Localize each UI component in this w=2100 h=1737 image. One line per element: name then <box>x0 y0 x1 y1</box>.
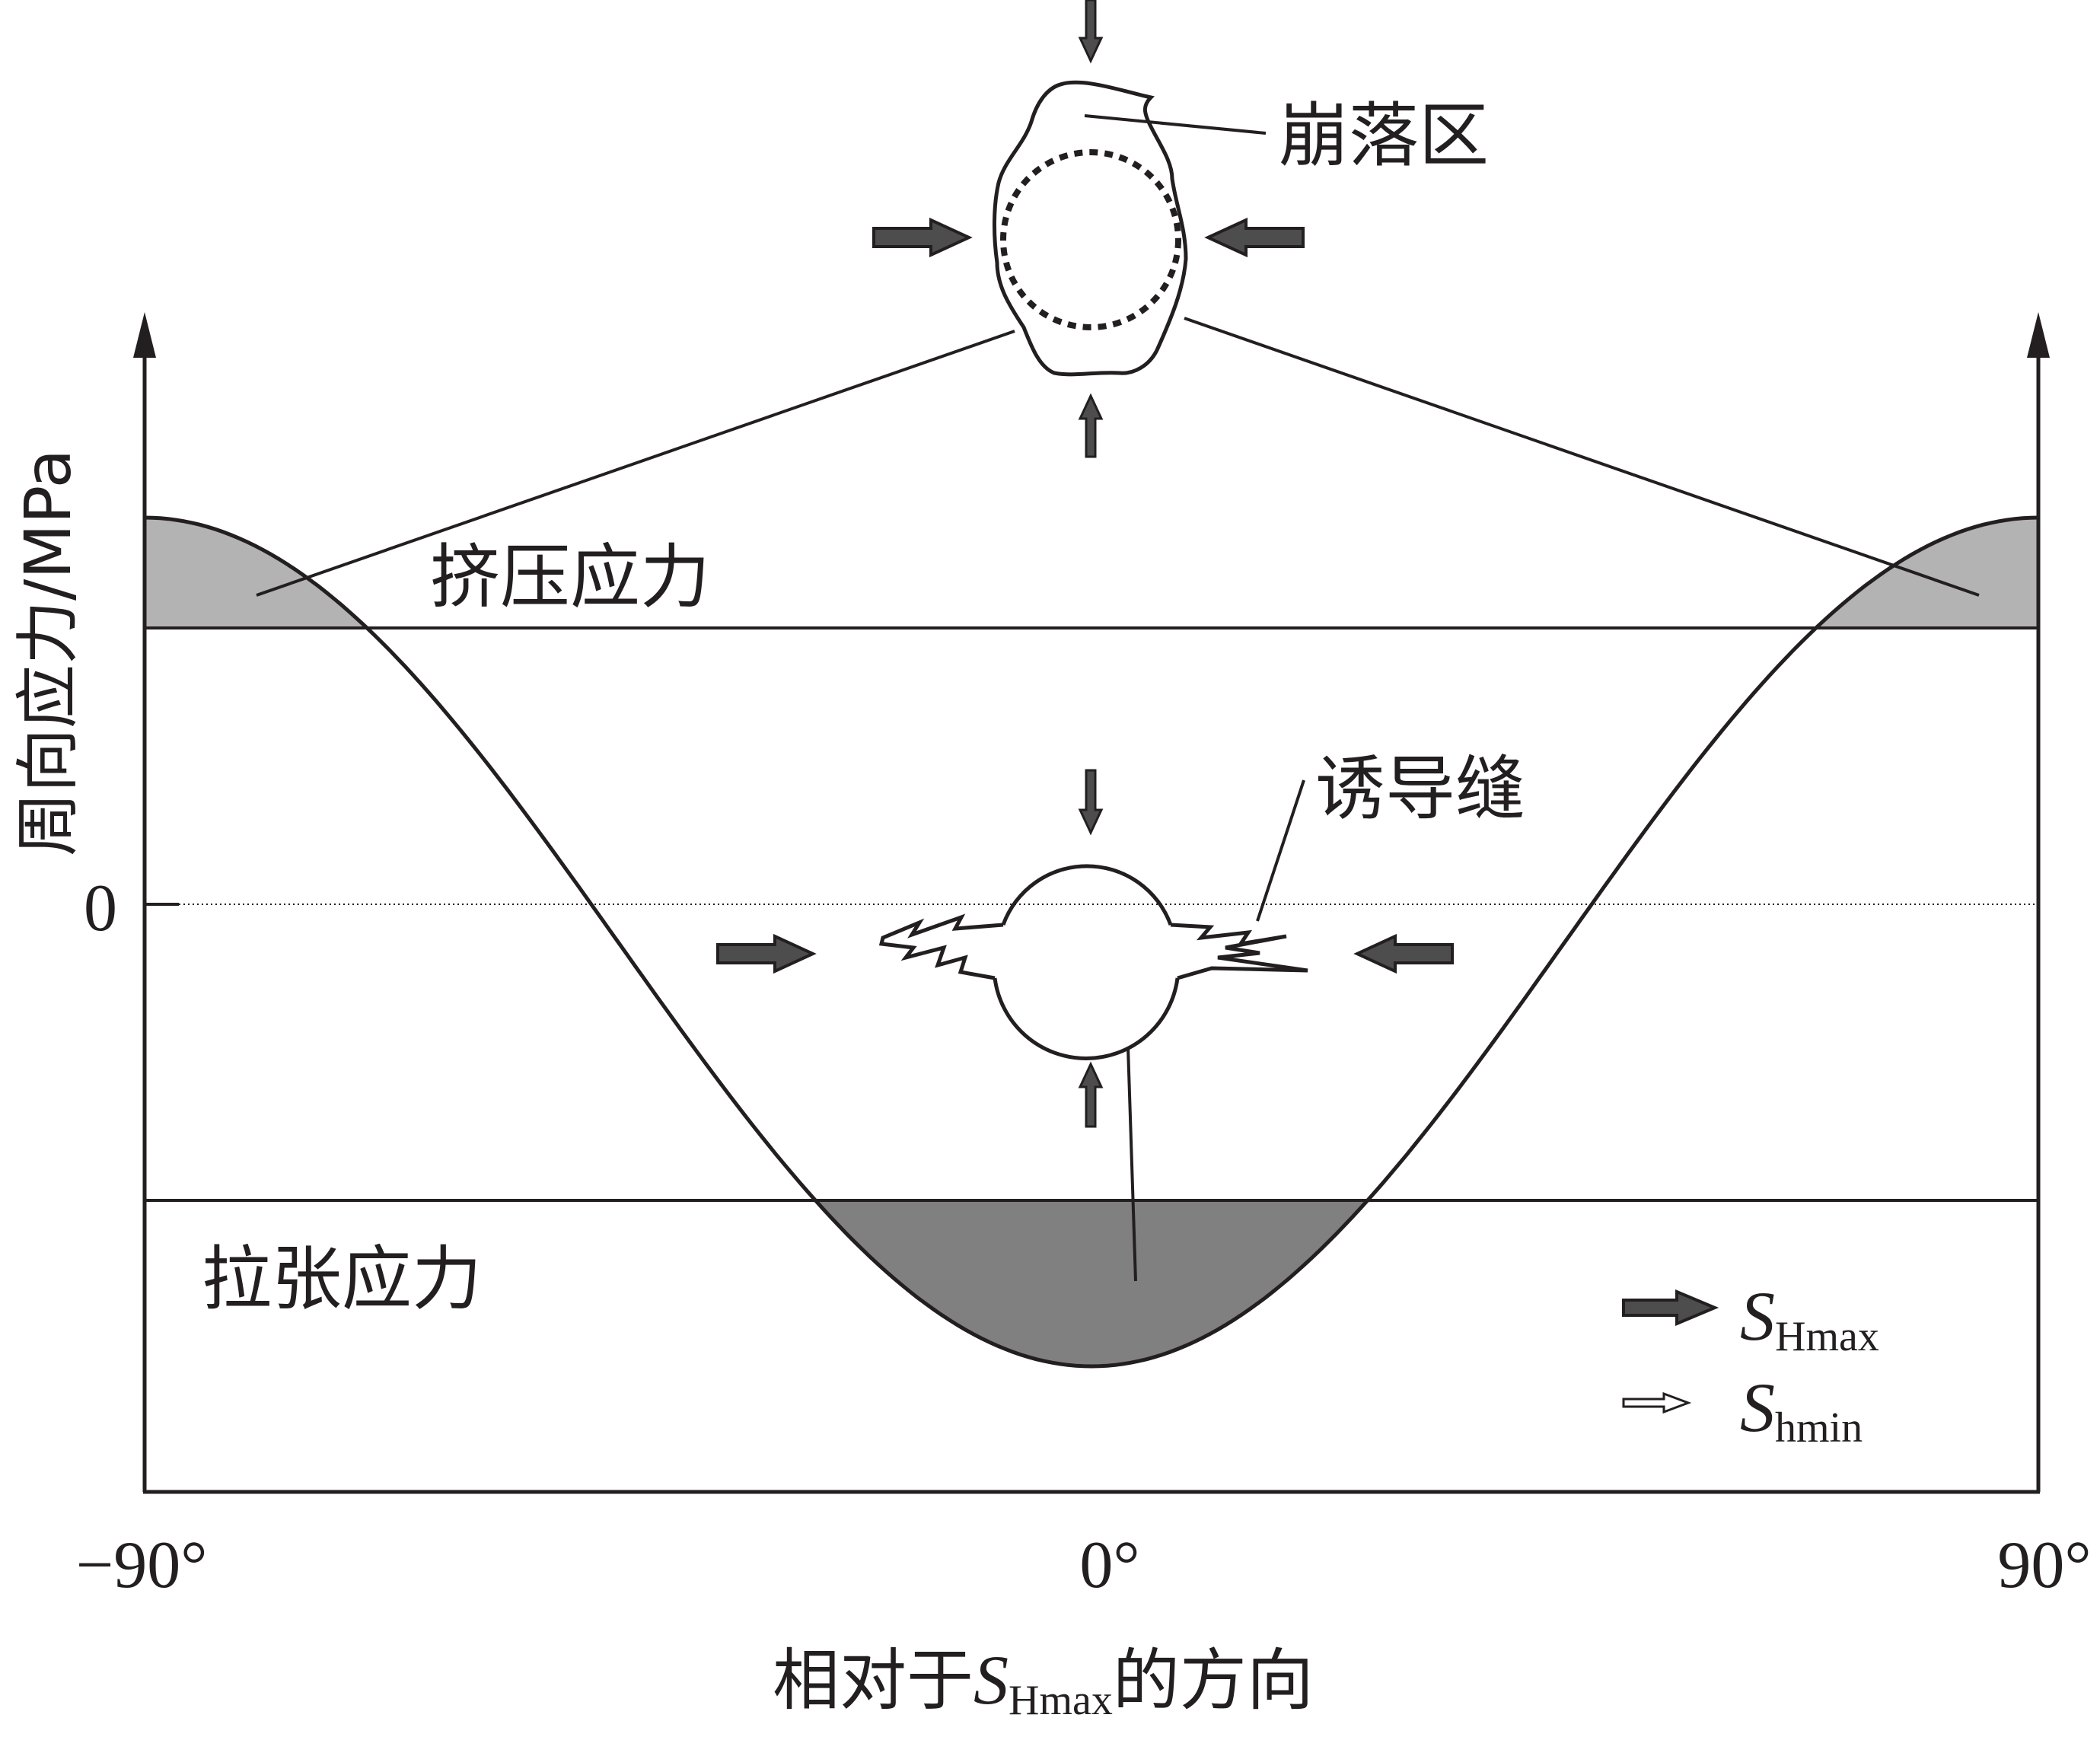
original-borehole-dotted-circle <box>1000 149 1181 330</box>
legend-shmax-label: SHmax <box>1740 1277 1879 1360</box>
breakout-leader-right <box>1184 317 1980 597</box>
x-axis-label-suffix: 的方向 <box>1113 1641 1314 1719</box>
x-axis-label-prefix: 相对于 <box>773 1641 974 1719</box>
x-tick-label: 90° <box>1997 1528 2091 1602</box>
left-induced-fracture <box>878 913 1004 980</box>
shmax-arrow-icon <box>716 933 817 974</box>
fracture-label-leader <box>1256 779 1305 922</box>
borehole-lower-arc <box>993 977 1180 1060</box>
x-axis-label: 相对于SHmax的方向 <box>773 1641 1314 1724</box>
shmin-arrow-icon <box>1078 393 1104 458</box>
breakout-label-leader <box>1084 114 1267 135</box>
legend-shmin-label: Shmin <box>1740 1369 1863 1452</box>
x-axis-label-subscript: Hmax <box>1009 1677 1113 1724</box>
tension-region-fill <box>145 1200 2038 1366</box>
tension-stress-label: 拉张应力 <box>202 1238 482 1320</box>
shmax-arrow-icon <box>1353 933 1454 974</box>
breakout-leader-left <box>256 330 1015 597</box>
shmin-arrow-icon <box>1078 769 1104 836</box>
shmin-arrow-icon <box>1078 1061 1104 1128</box>
breakout-outline <box>992 80 1188 377</box>
breakout-zone-label: 崩落区 <box>1279 95 1489 177</box>
legend-shmin-arrow-icon <box>1622 1391 1692 1414</box>
hoop-stress-curve <box>145 515 2038 1369</box>
legend: SHmax Shmin <box>1740 1277 1879 1452</box>
shmax-arrow-icon <box>872 217 973 258</box>
compression-region-fill <box>145 518 2038 628</box>
x-tick-label: −90° <box>76 1528 208 1602</box>
right-axis-arrowhead <box>2027 312 2050 358</box>
right-induced-fracture <box>1170 923 1308 980</box>
induced-fracture-label: 诱导缝 <box>1315 748 1525 830</box>
compression-stress-label: 挤压应力 <box>430 537 710 618</box>
shmax-arrow-icon <box>1204 217 1305 258</box>
legend-shmax-arrow-icon <box>1622 1289 1719 1327</box>
y-zero-label: 0 <box>84 872 117 945</box>
fracture-tension-leader <box>1126 1047 1137 1282</box>
fracture-borehole <box>878 864 1308 1060</box>
x-axis-label-symbol: S <box>974 1641 1009 1719</box>
y-axis-label: 周向应力/MPa <box>11 449 85 856</box>
stress-arrows <box>716 0 1719 1414</box>
x-tick-label: 0° <box>1079 1528 1139 1602</box>
borehole-upper-arc <box>1001 864 1173 926</box>
breakout-borehole <box>992 80 1188 377</box>
shmin-arrow-icon <box>1078 0 1104 64</box>
left-axis-arrowhead <box>133 312 156 358</box>
